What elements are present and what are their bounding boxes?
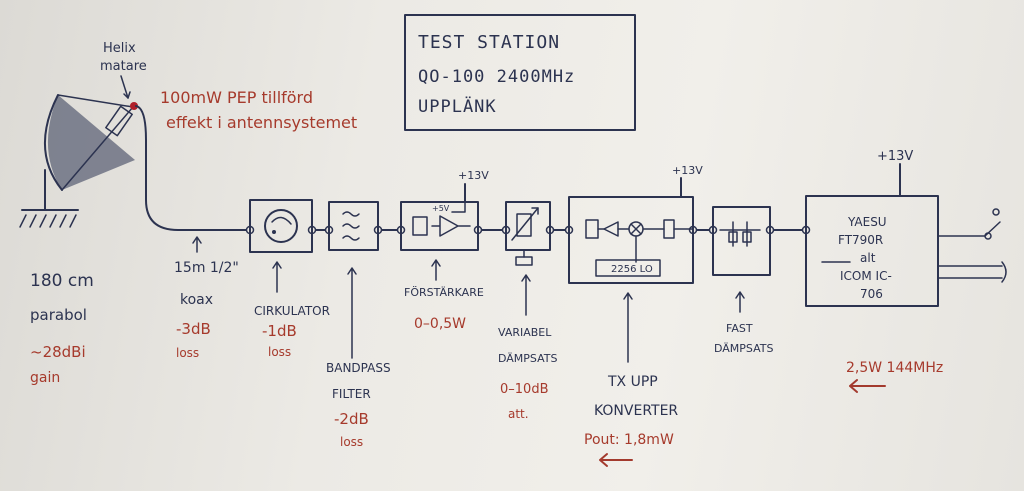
dish-gain: ~28dBi [30,343,86,361]
coax-loss-word: loss [176,346,199,360]
transceiver-block [805,163,1007,307]
circulator-loss: -1dB [262,322,297,340]
title-line-3: UPPLÄNK [418,96,497,117]
trx-line-4: ICOM IC- [840,269,892,283]
converter-pout: Pout: 1,8mW [584,432,674,448]
var-att-range: 0–10dB [500,382,548,397]
var-att-arrow [511,207,539,241]
title-box: TEST STATION QO-100 2400MHz UPPLÄNK [404,14,636,131]
preamp-inner-supply: +5V [432,204,450,213]
filter-icon [342,211,360,241]
var-att-name-2: DÄMPSATS [498,352,558,365]
preamp-power: 0–0,5W [414,316,466,332]
fix-att-network [719,221,761,247]
converter-block [568,177,694,284]
helix-arrowhead [123,91,131,99]
preamp-name: FÖRSTÄRKARE [404,286,484,299]
preamp-supply: +13V [458,169,489,182]
power-note-1: 100mW PEP tillförd [160,88,313,107]
transceiver-box [805,195,939,307]
mic-icon [1001,261,1007,283]
trx-line-3: alt [860,251,876,265]
var-att-word: att. [508,407,529,421]
preamp-reg [451,202,466,213]
dish-gain-word: gain [30,370,60,386]
helix-arrow [120,75,129,99]
mic-lines [937,265,1003,279]
circulator-icon [264,209,298,243]
conv-filter [585,219,599,239]
circulator-block [249,199,313,253]
fix-att-name-2: DÄMPSATS [714,342,774,355]
trx-drive: 2,5W 144MHz [846,360,943,376]
var-att-resistor [516,213,532,237]
helix-label-1: Helix [103,41,136,56]
var-att-knob [515,256,533,266]
converter-name-2: KONVERTER [594,403,678,419]
var-att-box [505,201,551,251]
bandpass-filter-block [328,201,379,251]
bandpass-name-2: FILTER [332,387,371,401]
helix-feed [105,105,133,137]
trx-supply: +13V [877,149,913,164]
title-line-1: TEST STATION [418,32,560,53]
fix-att-box [712,206,771,276]
dish-reflector [43,94,63,191]
helix-label-2: matare [100,59,147,74]
feed-point [130,102,138,110]
power-note-2: effekt i antennsystemet [166,113,357,132]
direction-arrow-conv [599,453,633,467]
preamp-box [400,201,479,251]
title-line-2: QO-100 2400MHz [418,67,575,87]
circulator-name: CIRKULATOR [254,304,330,318]
trx-line-1: YAESU [847,215,887,229]
converter-box [568,196,694,284]
trx-line-5: 706 [860,287,883,301]
fixed-attenuator-block [712,206,771,276]
coax-length: 15m 1/2" [174,260,239,276]
dish-strut-top [57,94,134,108]
direction-arrow-trx [849,379,886,393]
bandpass-loss: -2dB [334,410,369,428]
preamp-block [400,183,479,251]
lo-label: 2256 LO [611,264,653,275]
coax-loss: -3dB [176,320,211,338]
ground-hatch [19,214,77,228]
coax-cable [135,105,251,231]
preamp-filter [412,216,428,236]
bandpass-name-1: BANDPASS [326,361,391,375]
amplifier-icon [431,215,471,237]
circulator-box [249,199,313,253]
lo-box [595,259,661,277]
dish-shading [47,95,135,190]
conv-if-filter [663,219,675,239]
coax-type: koax [180,292,213,308]
dish-mount [21,169,79,211]
bandpass-box [328,201,379,251]
converter-name-1: TX UPP [607,374,658,390]
dish-antenna-icon [19,75,138,228]
title-box-border [404,14,636,131]
conv-supply: +13V [672,164,703,177]
trx-line-2: FT790R [838,233,883,247]
fix-att-name-1: FAST [726,322,753,335]
variable-attenuator-block [505,201,551,266]
dish-type: parabol [30,306,87,324]
pointer-arrows [192,236,745,363]
dish-size: 180 cm [30,271,94,291]
dish-strut-bottom [61,106,134,191]
circulator-loss-word: loss [268,345,291,359]
bandpass-loss-word: loss [340,435,363,449]
conv-amp-icon [603,221,619,237]
var-att-name-1: VARIABEL [498,326,552,339]
circulator-arrow [271,216,292,225]
